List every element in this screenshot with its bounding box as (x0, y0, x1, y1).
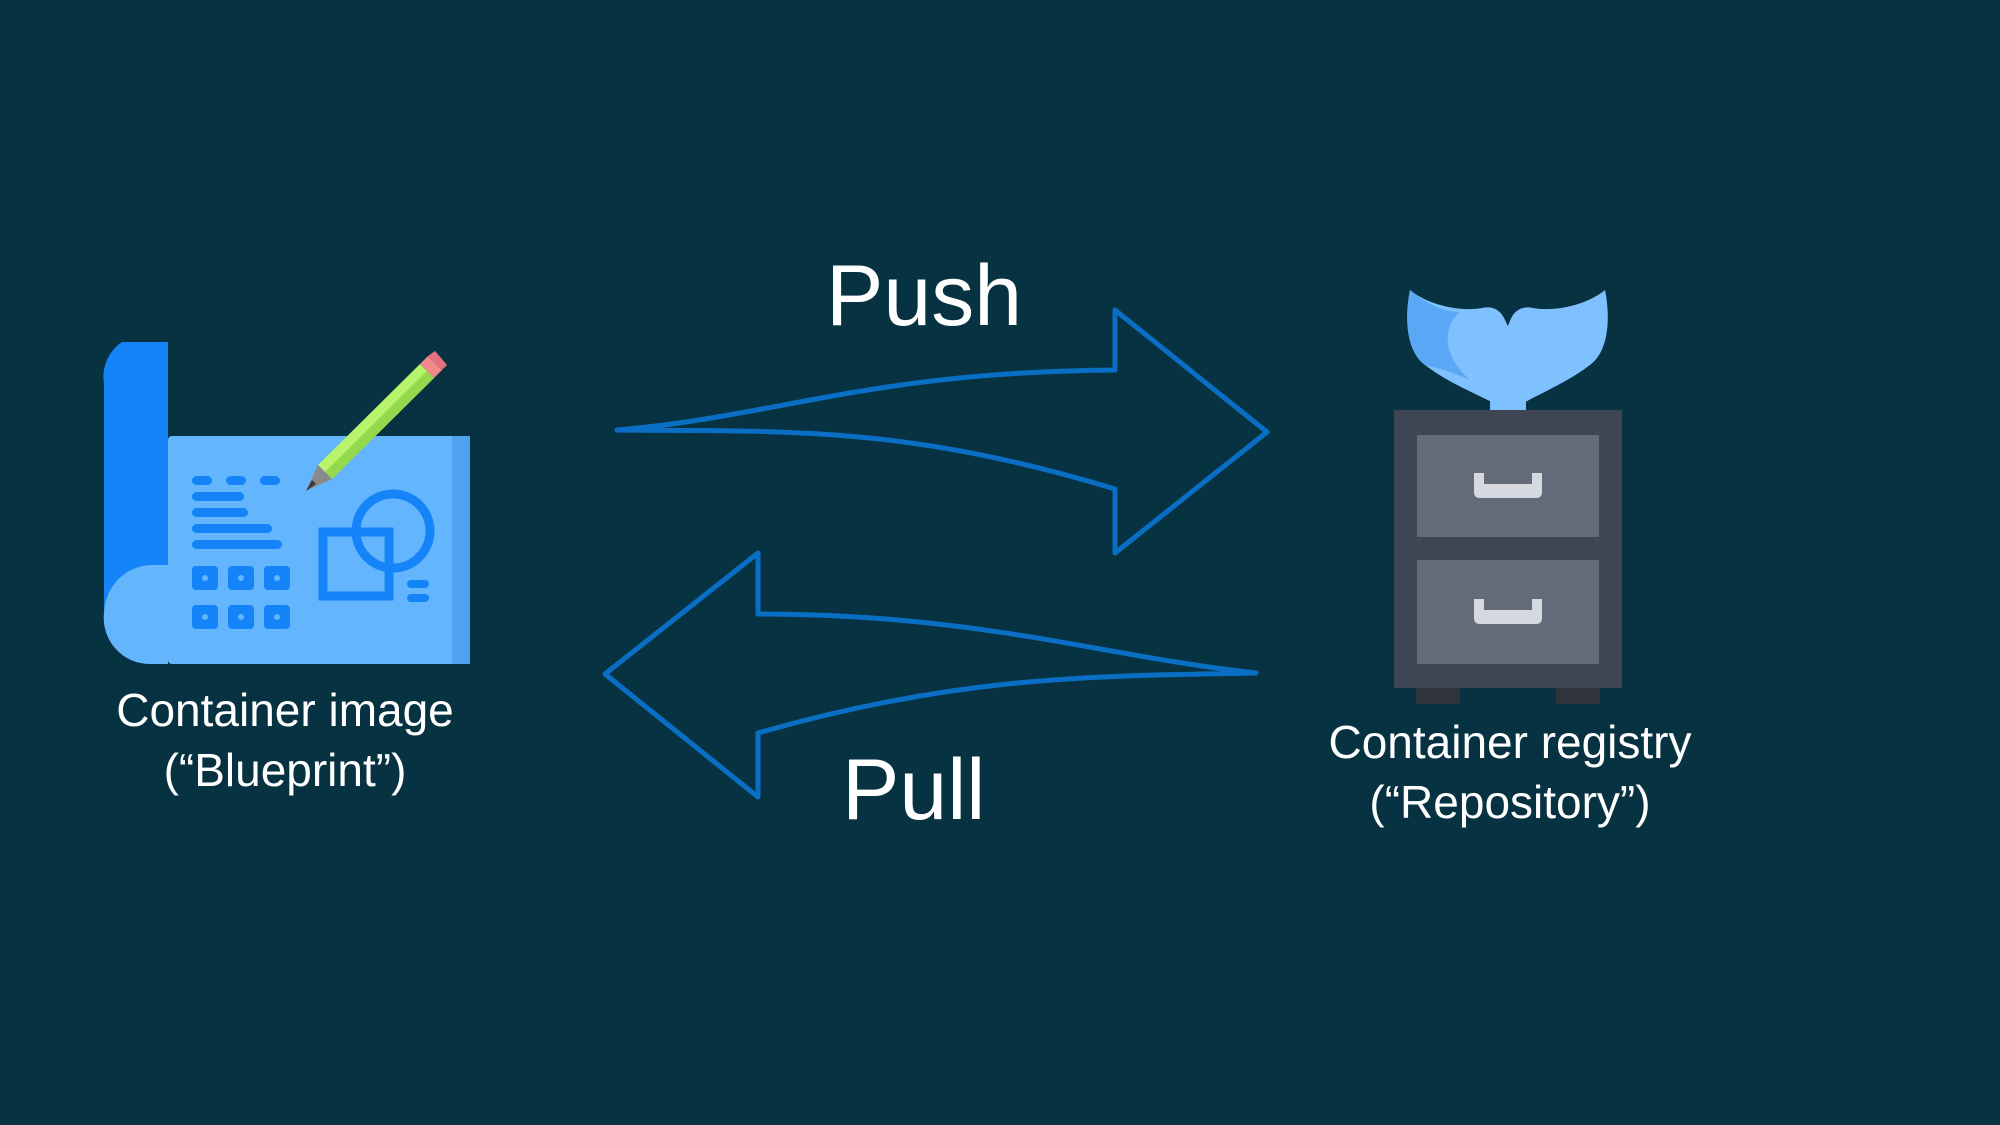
container-registry-subtitle: (“Repository”) (1369, 776, 1651, 828)
container-registry-title: Container registry (1328, 716, 1692, 768)
pull-arrow (602, 550, 1259, 800)
file-cabinet-whale-icon (1394, 290, 1622, 704)
pull-label: Pull (842, 742, 986, 838)
container-image-title: Container image (116, 684, 454, 736)
container-registry-label: Container registry (“Repository”) (1290, 712, 1730, 832)
push-arrow (614, 307, 1270, 556)
container-image-subtitle: (“Blueprint”) (163, 744, 407, 796)
container-image-label: Container image (“Blueprint”) (90, 680, 480, 800)
push-label: Push (826, 248, 1023, 344)
blueprint-icon (103, 342, 470, 665)
